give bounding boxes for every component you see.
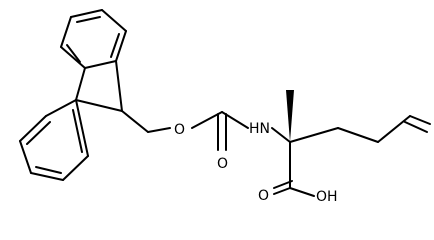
carbamate-group [191, 111, 249, 151]
fluorene-upper-ring [60, 9, 127, 69]
fluorene-lower-ring [19, 99, 89, 181]
butenyl-side-chain [289, 115, 431, 143]
structure-canvas: O HN O O OH [19, 9, 431, 205]
hydroxyl-label: OH [316, 189, 338, 205]
acid-carbonyl-oxygen-label: O [258, 188, 269, 204]
amine-to-alpha-carbon [271, 127, 291, 143]
methylene-linker [121, 110, 171, 133]
ether-oxygen-label: O [174, 122, 185, 138]
methyl-wedge-bond [286, 90, 294, 142]
fmoc-amino-acid-structure: O HN O O OH [19, 9, 431, 205]
carbonyl-oxygen-label: O [217, 156, 228, 172]
carboxylic-acid-group [273, 141, 315, 197]
fluorene-five-ring [75, 60, 123, 112]
amine-nh-label: HN [249, 121, 270, 137]
